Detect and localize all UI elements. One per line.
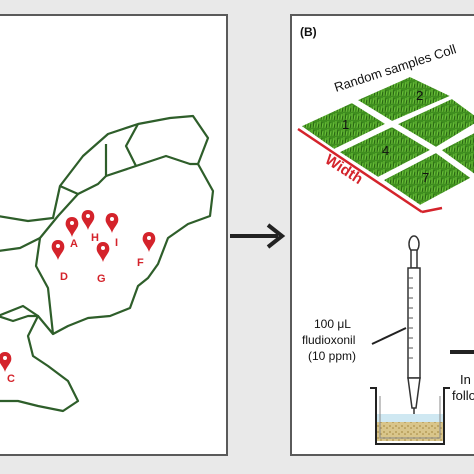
side-text-2: follo <box>452 388 474 403</box>
region-north2 <box>124 123 139 167</box>
site-pin-i[interactable] <box>105 213 119 233</box>
beaker-icon <box>370 387 450 445</box>
right-arrow-icon <box>230 223 286 249</box>
field-plot-8 <box>438 131 474 176</box>
side-text-1: In <box>460 372 471 387</box>
site-pin-a[interactable] <box>65 217 79 237</box>
dose-amount: 100 μL <box>314 317 351 331</box>
panel-b-label: (B) <box>300 25 317 39</box>
pipette-icon <box>407 235 421 420</box>
field-edge <box>297 127 423 214</box>
field-plot-5 <box>393 96 474 150</box>
plot-number-7: 7 <box>422 170 429 185</box>
region-north-boundary <box>105 154 198 178</box>
region-west-divider <box>59 144 108 196</box>
field-plot-7 <box>380 150 474 208</box>
field-plots <box>298 74 474 208</box>
site-label-d: D <box>60 271 68 283</box>
plot-number-4: 4 <box>382 143 389 158</box>
dose-pointer <box>371 327 407 345</box>
site-label-i: I <box>115 237 118 249</box>
punjab-boundary <box>34 193 79 335</box>
site-pin-g[interactable] <box>96 242 110 262</box>
outer-boundary <box>0 114 215 336</box>
map-pins <box>0 210 156 372</box>
plot-number-2: 2 <box>416 88 423 103</box>
process-diagram: (B) Random samples Coll 1 2 4 7 Width <box>297 25 474 445</box>
site-label-f: F <box>137 257 144 269</box>
plot-number-1: 1 <box>342 117 349 132</box>
field-plot-4 <box>335 124 435 180</box>
site-label-a: A <box>70 238 78 250</box>
region-map: A H I D G F C <box>0 114 215 413</box>
sindh-boundary <box>0 314 80 413</box>
map-panel: A H I D G F C <box>0 14 228 456</box>
field-plot-2 <box>353 74 455 124</box>
site-label-h: H <box>91 232 99 244</box>
field-plot-1 <box>298 100 390 152</box>
dose-concentration: (10 ppm) <box>308 349 356 363</box>
site-label-c: C <box>7 373 15 385</box>
site-pin-c[interactable] <box>0 352 12 372</box>
site-label-g: G <box>97 273 106 285</box>
process-panel: (B) Random samples Coll 1 2 4 7 Width <box>290 14 474 456</box>
site-pin-d[interactable] <box>51 240 65 260</box>
western-boundary <box>0 237 41 252</box>
site-pin-f[interactable] <box>142 232 156 252</box>
dose-compound: fludioxonil <box>302 333 355 347</box>
site-pin-h[interactable] <box>81 210 95 230</box>
field-edge-right <box>421 206 443 214</box>
